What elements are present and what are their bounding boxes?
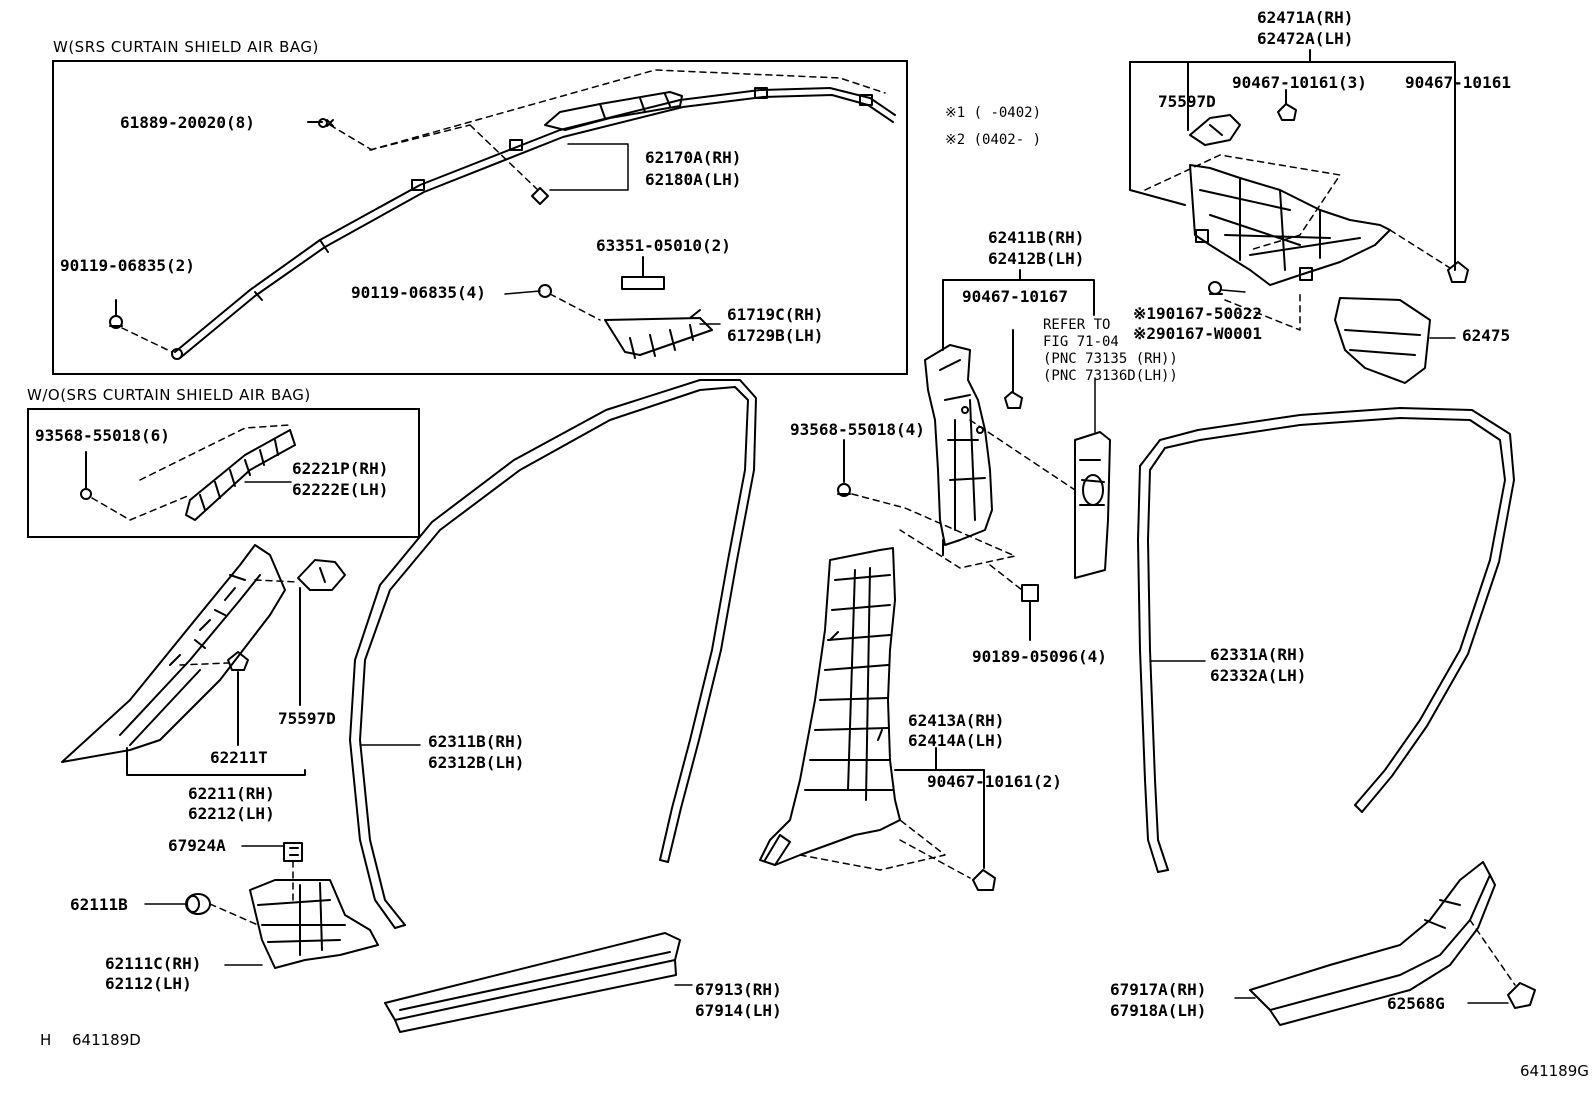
kick-panel-drawing (144, 842, 379, 969)
part-62170a[interactable]: 62170A(RH) (645, 148, 742, 167)
part-90167-50022[interactable]: ※190167-50022 (1133, 304, 1262, 323)
part-62180a[interactable]: 62180A(LH) (645, 170, 742, 189)
part-93568-55018-b[interactable]: 93568-55018(4) (790, 420, 925, 439)
part-63351-05010[interactable]: 63351-05010(2) (596, 236, 731, 255)
curtain-airbag-drawing (109, 69, 896, 360)
part-62311b[interactable]: 62311B(RH) (428, 732, 525, 751)
part-62568g[interactable]: 62568G (1387, 994, 1445, 1013)
h-mark: H (40, 1031, 52, 1049)
part-90467-10161-c[interactable]: 90467-10161(3) (1232, 73, 1367, 92)
no-airbag-box (27, 408, 420, 538)
part-62413a[interactable]: 62413A(RH) (908, 711, 1005, 730)
section-with-airbag: W(SRS CURTAIN SHIELD AIR BAG) (53, 38, 319, 56)
part-62112[interactable]: 62112(LH) (105, 974, 192, 993)
part-75597d-right[interactable]: 75597D (1158, 92, 1216, 111)
section-without-airbag: W/O(SRS CURTAIN SHIELD AIR BAG) (27, 386, 311, 404)
part-67924a[interactable]: 67924A (168, 836, 226, 855)
part-62111b[interactable]: 62111B (70, 895, 128, 914)
refer-line-1: REFER TO (1043, 317, 1111, 333)
rear-door-weatherstrip-drawing (1137, 407, 1515, 873)
part-62211[interactable]: 62211(RH) (188, 784, 275, 803)
part-62312b[interactable]: 62312B(LH) (428, 753, 525, 772)
part-67917a[interactable]: 67917A(RH) (1110, 980, 1207, 999)
part-62475[interactable]: 62475 (1462, 326, 1511, 345)
front-scuff-plate-drawing (384, 932, 693, 1033)
part-90467-10167[interactable]: 90467-10167 (962, 287, 1068, 306)
trim-clip-drawing (80, 424, 296, 521)
b-pillar-lower-drawing (759, 547, 996, 891)
note-2: ※2 (0402- ) (945, 132, 1042, 148)
part-90189-05096[interactable]: 90189-05096(4) (972, 647, 1107, 666)
part-62412b[interactable]: 62412B(LH) (988, 249, 1085, 268)
figure-code-left: 641189D (72, 1031, 141, 1049)
figure-code-right: 641189G (1520, 1062, 1589, 1080)
part-67918a[interactable]: 67918A(LH) (1110, 1001, 1207, 1020)
note-1: ※1 ( -0402) (945, 105, 1042, 121)
part-90467-10161-d[interactable]: 90467-10161 (1405, 73, 1511, 92)
refer-line-4: (PNC 73136D(LH)) (1043, 368, 1178, 384)
part-67913[interactable]: 67913(RH) (695, 980, 782, 999)
rear-scuff-plate-drawing (1234, 861, 1536, 1026)
part-62221p[interactable]: 62221P(RH) (292, 459, 389, 478)
refer-line-3: (PNC 73135 (RH)) (1043, 351, 1178, 367)
part-61719c[interactable]: 61719C(RH) (727, 305, 824, 324)
part-90119-06835-a[interactable]: 90119-06835(2) (60, 256, 195, 275)
part-62332a[interactable]: 62332A(LH) (1210, 666, 1307, 685)
part-62472a[interactable]: 62472A(LH) (1257, 29, 1354, 48)
part-62222e[interactable]: 62222E(LH) (292, 480, 389, 499)
part-90467-10161-b[interactable]: 90467-10161(2) (927, 772, 1062, 791)
part-62211t[interactable]: 62211T (210, 748, 268, 767)
curtain-leader-lines (504, 143, 721, 325)
front-door-weatherstrip-drawing (349, 379, 757, 929)
part-90167-w0001[interactable]: ※290167-W0001 (1133, 324, 1262, 343)
part-62111c[interactable]: 62111C(RH) (105, 954, 202, 973)
part-62212[interactable]: 62212(LH) (188, 804, 275, 823)
part-62411b[interactable]: 62411B(RH) (988, 228, 1085, 247)
part-67914[interactable]: 67914(LH) (695, 1001, 782, 1020)
part-62414a[interactable]: 62414A(LH) (908, 731, 1005, 750)
part-62471a[interactable]: 62471A(RH) (1257, 8, 1354, 27)
part-61889-20020[interactable]: 61889-20020(8) (120, 113, 255, 132)
part-90119-06835-b[interactable]: 90119-06835(4) (351, 283, 486, 302)
part-61729b[interactable]: 61729B(LH) (727, 326, 824, 345)
refer-line-2: FIG 71-04 (1043, 334, 1119, 350)
part-62331a[interactable]: 62331A(RH) (1210, 645, 1307, 664)
part-75597d-left[interactable]: 75597D (278, 709, 336, 728)
part-93568-55018-a[interactable]: 93568-55018(6) (35, 426, 170, 445)
a-pillar-garnish-drawing (61, 544, 346, 776)
curtain-airbag-box (52, 60, 908, 375)
c-pillar-garnish-drawing (1129, 49, 1469, 384)
b-pillar-upper-drawing (837, 269, 1111, 641)
